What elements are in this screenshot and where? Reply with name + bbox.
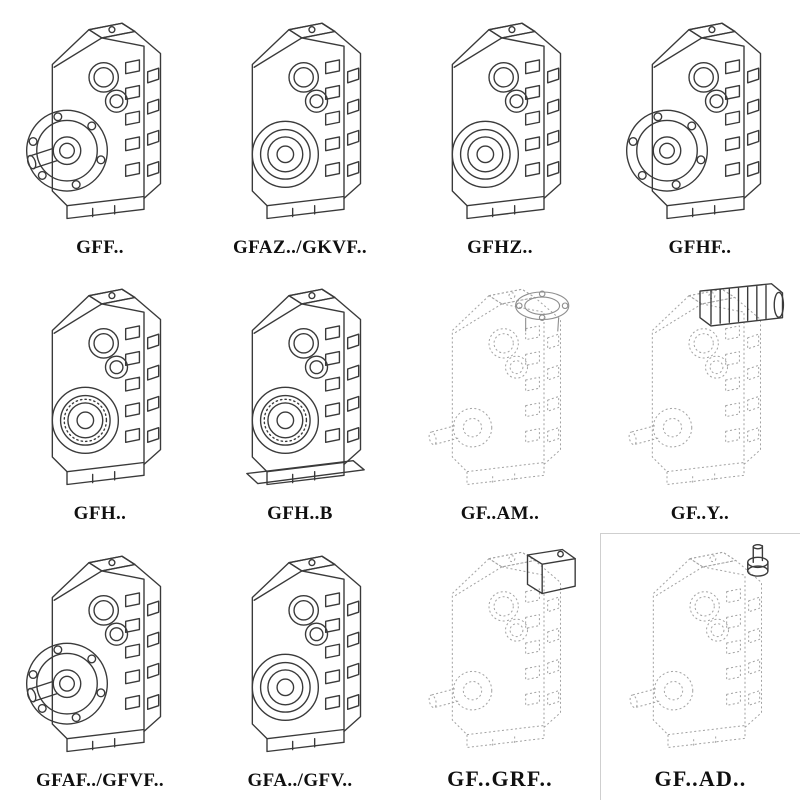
gearbox-model-label: GFH..B: [267, 503, 333, 525]
gearbox-cell-gff: GFF..: [0, 0, 200, 267]
gearbox-motor-flange-adapter-drawing: [427, 289, 570, 486]
gearbox-hollow-bearing-drawing: [51, 288, 162, 486]
gearbox-cell-gfh: GFH..: [0, 267, 200, 534]
gearbox-model-label: GFA../GFV..: [247, 769, 353, 791]
gearbox-flange-shaft-drawing: [25, 22, 162, 219]
gearbox-hollow-base-drawing: [246, 288, 365, 486]
gearbox-model-label: GFAZ../GKVF..: [233, 236, 367, 258]
gearbox-model-label: GF..AM..: [460, 503, 540, 525]
gearbox-cell-gf-y: GF..Y..: [600, 267, 800, 534]
gearbox-cell-gf-grf: GF..GRF..: [400, 533, 600, 800]
gearbox-flange-shaft-drawing: [25, 555, 162, 753]
gearbox-model-label: GFHZ..: [467, 236, 533, 258]
gearbox-cell-gfaf-gfvf: GFAF../GFVF..: [0, 533, 200, 800]
gearbox-flange-drawing: [625, 22, 762, 219]
gearbox-model-label: GF..GRF..: [447, 765, 553, 791]
gearbox-model-label: GFHF..: [668, 236, 732, 258]
gearbox-model-label: GFAF../GFVF..: [35, 769, 164, 791]
gearbox-model-label: GFH..: [73, 503, 127, 525]
gearbox-cell-gfa-gfv: GFA../GFV..: [200, 533, 400, 800]
gearbox-cell-gfhz: GFHZ..: [400, 0, 600, 267]
gearbox-hollow-shaft-drawing: [451, 22, 562, 219]
gearbox-cell-gfaz-gkvf: GFAZ../GKVF..: [200, 0, 400, 267]
gearbox-hollow-shaft-drawing: [251, 22, 362, 219]
gearbox-cell-gf-ad: GF..AD..: [600, 533, 800, 800]
gearbox-cell-gf-am: GF..AM..: [400, 267, 600, 534]
gearbox-input-gearbox-drawing: [427, 548, 576, 748]
gearbox-cell-gfhf: GFHF..: [600, 0, 800, 267]
gearbox-model-label: GF..Y..: [670, 503, 730, 525]
gearbox-input-shaft-adapter-drawing: [627, 544, 769, 748]
gearbox-model-label: GFF..: [76, 236, 124, 258]
gearbox-model-label: GF..AD..: [654, 765, 747, 791]
gearbox-with-motor-drawing: [627, 283, 785, 486]
gearbox-hollow-shaft-drawing: [251, 555, 362, 753]
gearbox-cell-gfh-b: GFH..B: [200, 267, 400, 534]
